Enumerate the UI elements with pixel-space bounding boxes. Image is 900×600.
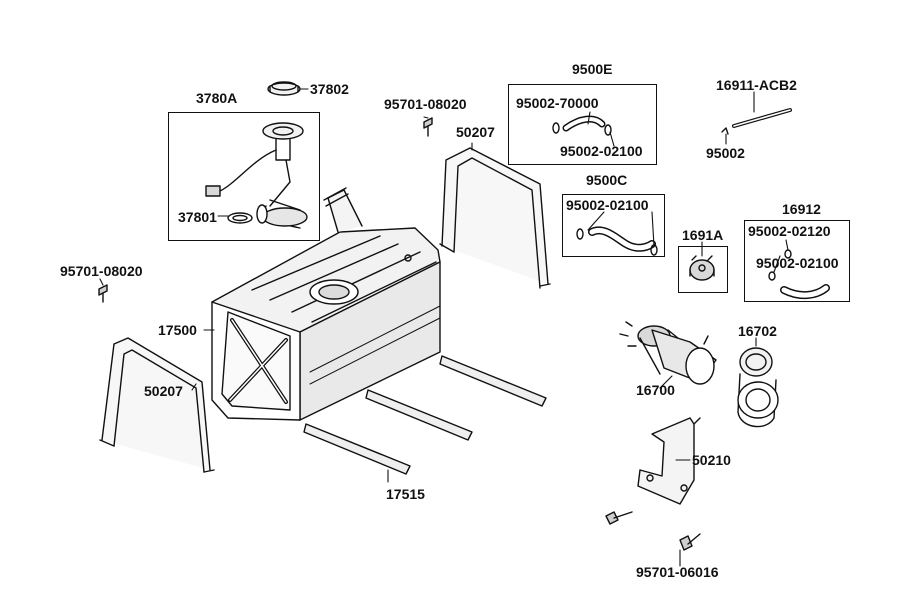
label-3780A: 3780A [196, 90, 238, 106]
group-box-1691A [678, 246, 728, 293]
label-95701-06016: 95701-06016 [636, 564, 719, 580]
label-37802: 37802 [310, 81, 349, 97]
fuel-pump-3780A [205, 122, 308, 229]
label-95002-02100-b: 95002-02100 [566, 197, 649, 213]
filter-1691A [689, 255, 715, 281]
leader-lines [99, 88, 789, 567]
fuel-pump-16700 [619, 321, 717, 385]
label-16700: 16700 [636, 382, 675, 398]
clamp-16702 [737, 347, 779, 428]
label-9500C: 9500C [586, 172, 628, 188]
label-17500: 17500 [158, 322, 197, 338]
label-95002-02120: 95002-02120 [748, 223, 831, 239]
ring-37801 [227, 212, 253, 224]
label-50210: 50210 [692, 452, 731, 468]
group-box-9500E [508, 84, 657, 165]
bolt-95701-08020-left [98, 284, 108, 303]
strap-50207-left [99, 337, 215, 473]
pin-16911-ACB2 [732, 108, 792, 128]
group-box-16912 [744, 220, 850, 302]
pads-17515 [303, 355, 547, 475]
label-16912: 16912 [782, 201, 821, 217]
bolt-95701-08020-top [423, 117, 433, 137]
label-95701-08020-left: 95701-08020 [60, 263, 143, 279]
clip-95002 [721, 127, 729, 135]
label-50207-top: 50207 [456, 124, 495, 140]
fuel-tank-17500 [211, 187, 441, 421]
bolts-95701-06016 [605, 511, 701, 551]
group-box-9500C [562, 194, 665, 257]
label-95002-70000: 95002-70000 [516, 95, 599, 111]
label-16911-ACB2: 16911-ACB2 [716, 77, 797, 93]
label-95002: 95002 [706, 145, 745, 161]
group-box-3780A [168, 112, 320, 241]
label-95701-08020-top: 95701-08020 [384, 96, 467, 112]
strap-50207-top [439, 147, 551, 289]
label-17515: 17515 [386, 486, 425, 502]
label-37801: 37801 [178, 209, 217, 225]
label-16702: 16702 [738, 323, 777, 339]
label-1691A: 1691A [682, 227, 724, 243]
hose-16912 [768, 249, 830, 299]
hose-9500E [552, 115, 612, 136]
label-95002-02100-a: 95002-02100 [560, 143, 643, 159]
label-9500E: 9500E [572, 61, 613, 77]
label-95002-02100-c: 95002-02100 [756, 255, 839, 271]
ring-37802 [267, 81, 301, 96]
bracket-50210 [637, 417, 701, 505]
label-50207-left: 50207 [144, 383, 183, 399]
